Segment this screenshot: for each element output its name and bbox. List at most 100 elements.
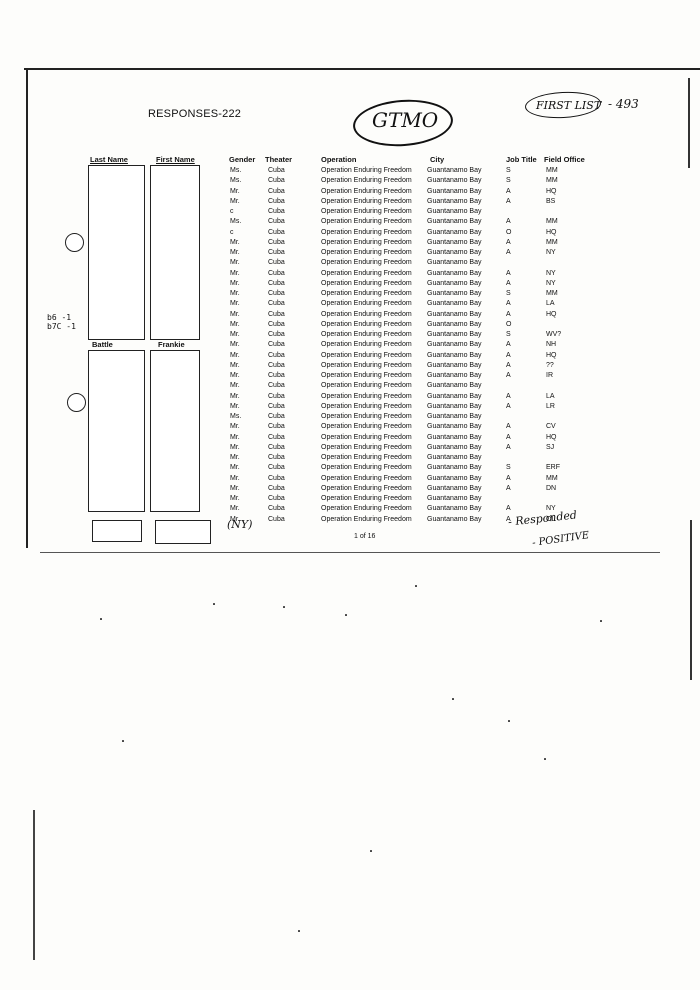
cell-job: S (506, 464, 511, 472)
cell-theater: Cuba (268, 331, 285, 338)
cell-operation: Operation Enduring Freedom (321, 208, 412, 215)
cell-operation: Operation Enduring Freedom (321, 320, 412, 328)
cell-gender: c (230, 208, 234, 215)
cell-gender: Mr. (230, 372, 240, 379)
exemption-code-b7c: b7C -1 (47, 322, 76, 331)
cell-city: Guantanamo Bay (427, 351, 482, 359)
cell-theater: Cuba (268, 413, 285, 420)
cell-city: Guantanamo Bay (427, 290, 482, 297)
cell-office: DN (546, 484, 557, 492)
handwritten-positive: - POSITIVE (531, 530, 590, 549)
cell-gender: Mr. (230, 361, 240, 369)
cell-job: A (506, 279, 511, 287)
cell-job: A (506, 484, 511, 492)
cell-operation: Operation Enduring Freedom (321, 372, 412, 379)
cell-operation: Operation Enduring Freedom (321, 361, 412, 369)
cell-job: A (506, 218, 511, 226)
second-block-last-name: Battle (92, 340, 113, 349)
cell-gender: Mr. (230, 238, 240, 246)
cell-theater: Cuba (268, 177, 285, 185)
cell-job: A (506, 505, 511, 513)
cell-office: ?? (546, 361, 554, 369)
cell-job: A (506, 474, 511, 482)
redacted-first-names-1 (150, 165, 200, 340)
cell-theater: Cuba (268, 228, 285, 236)
cell-city: Guantanamo Bay (427, 320, 482, 328)
cell-office: NY (546, 505, 556, 513)
cell-theater: Cuba (268, 382, 285, 390)
cell-job: A (506, 423, 511, 431)
cell-operation: Operation Enduring Freedom (321, 454, 412, 461)
cell-office: ERF (546, 464, 560, 472)
handwritten-first-list: FIRST LIST (536, 99, 602, 112)
cell-city: Guantanamo Bay (427, 495, 482, 502)
cell-city: Guantanamo Bay (427, 443, 482, 451)
cell-operation: Operation Enduring Freedom (321, 279, 412, 287)
cell-office: HQ (546, 228, 557, 236)
cell-job: A (506, 515, 511, 523)
cell-operation: Operation Enduring Freedom (321, 310, 412, 318)
cell-operation: Operation Enduring Freedom (321, 484, 412, 492)
cell-operation: Operation Enduring Freedom (321, 505, 412, 513)
cell-city: Guantanamo Bay (427, 392, 482, 400)
header-first-name: First Name (156, 155, 195, 164)
header-theater: Theater (265, 155, 293, 164)
cell-city: Guantanamo Bay (427, 197, 482, 205)
cell-city: Guantanamo Bay (427, 208, 482, 215)
cell-gender: Ms. (230, 218, 242, 226)
cell-theater: Cuba (268, 187, 285, 195)
cell-gender: Ms. (230, 413, 242, 420)
cell-city: Guantanamo Bay (427, 413, 482, 420)
cell-theater: Cuba (268, 464, 285, 472)
cell-city: Guantanamo Bay (427, 361, 482, 369)
header-city: City (430, 155, 445, 164)
cell-theater: Cuba (268, 361, 285, 369)
cell-gender: Mr. (230, 279, 240, 287)
cell-theater: Cuba (268, 443, 285, 451)
cell-theater: Cuba (268, 167, 285, 174)
page-number: 1 of 16 (354, 533, 376, 540)
redacted-last-names-2 (88, 350, 145, 512)
cell-gender: c (230, 228, 234, 236)
cell-theater: Cuba (268, 372, 285, 379)
cell-job: S (506, 331, 511, 338)
page-edge-right-lower (690, 520, 692, 680)
cell-office: LA (546, 392, 555, 400)
cell-operation: Operation Enduring Freedom (321, 423, 412, 431)
cell-city: Guantanamo Bay (427, 259, 482, 267)
cell-city: Guantanamo Bay (427, 167, 482, 174)
cell-operation: Operation Enduring Freedom (321, 351, 412, 359)
cell-theater: Cuba (268, 290, 285, 297)
cell-gender: Mr. (230, 310, 240, 318)
cell-gender: Mr. (230, 505, 240, 513)
cell-operation: Operation Enduring Freedom (321, 187, 412, 195)
cell-gender: Mr. (230, 320, 240, 328)
cell-job: S (506, 167, 511, 174)
cell-office: LR (546, 402, 555, 410)
cell-theater: Cuba (268, 454, 285, 461)
cell-theater: Cuba (268, 433, 285, 441)
cell-operation: Operation Enduring Freedom (321, 197, 412, 205)
cell-job: A (506, 238, 511, 246)
cell-operation: Operation Enduring Freedom (321, 443, 412, 451)
header-job-title: Job Title (506, 155, 537, 164)
table-row: Mr. Cuba Operation Enduring Freedom Guantan… (0, 361, 700, 371)
cell-city: Guantanamo Bay (427, 228, 482, 236)
cell-operation: Operation Enduring Freedom (321, 341, 412, 349)
cell-job: A (506, 392, 511, 400)
redacted-bottom-last (92, 520, 142, 542)
cell-gender: Mr. (230, 249, 240, 256)
cell-gender: Mr. (230, 187, 240, 195)
cell-job: A (506, 300, 511, 308)
cell-operation: Operation Enduring Freedom (321, 300, 412, 308)
